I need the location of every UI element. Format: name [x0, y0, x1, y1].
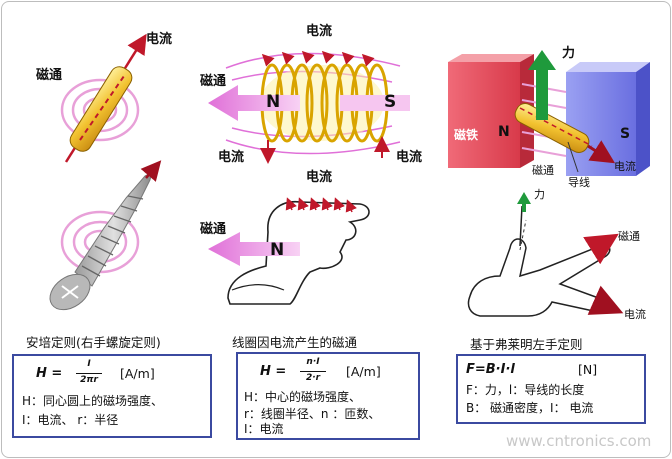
ampere-fraction-bar [76, 373, 102, 374]
fleming-line-1: F：力，l：导线的长度 [466, 383, 585, 397]
left-hand-diagram [467, 192, 624, 317]
north-label-coil: N [266, 92, 281, 112]
magnet-diagram [448, 50, 650, 176]
current-label-coil-left: 电流 [218, 150, 245, 165]
watermark: www.cntronics.com [506, 432, 652, 450]
coil-formula-box: H = n·I 2·r [A/m] H：中心的磁场强度、 r：线圈半径、n ：匝… [236, 352, 420, 440]
flux-label-magnet: 磁通 [532, 164, 554, 177]
flux-label-topleft: 磁通 [36, 68, 63, 83]
ampere-formula-box: H = I 2πr [A/m] H：同心圆上的磁场强度、 I：电流、 r：半径 [12, 354, 212, 438]
north-label-hand: N [270, 240, 285, 260]
south-label-coil: S [384, 92, 397, 112]
screw-diagram [49, 160, 162, 311]
coil-line-3: I：电流 [244, 422, 284, 436]
current-label-hand: 电流 [306, 170, 333, 185]
flux-label-lefthand: 磁通 [618, 230, 640, 243]
current-label-coil-right: 电流 [396, 150, 423, 165]
current-label-topleft: 电流 [146, 32, 173, 47]
fleming-rule-title: 基于弗莱明左手定则 [470, 337, 583, 352]
fleming-line-2: B： 磁通密度，I： 电流 [466, 401, 594, 415]
ampere-line-1: H：同心圆上的磁场强度、 [22, 394, 164, 408]
south-label-magnet: S [620, 126, 631, 142]
ampere-unit: [A/m] [120, 366, 155, 381]
magnet-label: 磁铁 [454, 128, 479, 142]
fleming-formula-box: F=B·I·l [N] F：力，l：导线的长度 B： 磁通密度，I： 电流 [456, 354, 646, 424]
fleming-unit: [N] [578, 362, 598, 377]
coil-fraction-bar [300, 371, 326, 372]
fleming-formula: F=B·I·l [466, 362, 515, 377]
coil-diagram [208, 50, 410, 164]
right-hand-diagram [208, 197, 370, 305]
ampere-wire-diagram [60, 33, 147, 163]
flux-label-hand: 磁通 [200, 222, 227, 237]
coil-flux-title: 线圈因电流产生的磁通 [232, 335, 358, 350]
coil-unit: [A/m] [346, 364, 381, 379]
north-label-magnet: N [498, 124, 510, 140]
ampere-line-2: I：电流、 r：半径 [22, 413, 119, 427]
ampere-formula-lhs: H = [36, 366, 63, 381]
current-label-magnet: 电流 [614, 160, 636, 173]
coil-denominator: 2·r [305, 373, 321, 383]
ampere-denominator: 2πr [80, 375, 98, 385]
coil-line-1: H：中心的磁场强度、 [244, 390, 362, 404]
coil-formula-lhs: H = [260, 364, 287, 379]
flux-label-coil: 磁通 [200, 74, 227, 89]
force-label-magnet: 力 [562, 46, 576, 61]
ampere-numerator: I [87, 359, 91, 369]
current-label-coil-top: 电流 [306, 24, 333, 39]
coil-line-2: r：线圈半径、n ：匝数、 [244, 407, 381, 421]
wire-label-magnet: 导线 [568, 176, 590, 189]
current-label-lefthand: 电流 [624, 308, 646, 321]
force-label-lefthand: 力 [534, 188, 545, 201]
ampere-rule-title: 安培定则(右手螺旋定则) [26, 335, 161, 350]
coil-numerator: n·I [306, 357, 320, 367]
